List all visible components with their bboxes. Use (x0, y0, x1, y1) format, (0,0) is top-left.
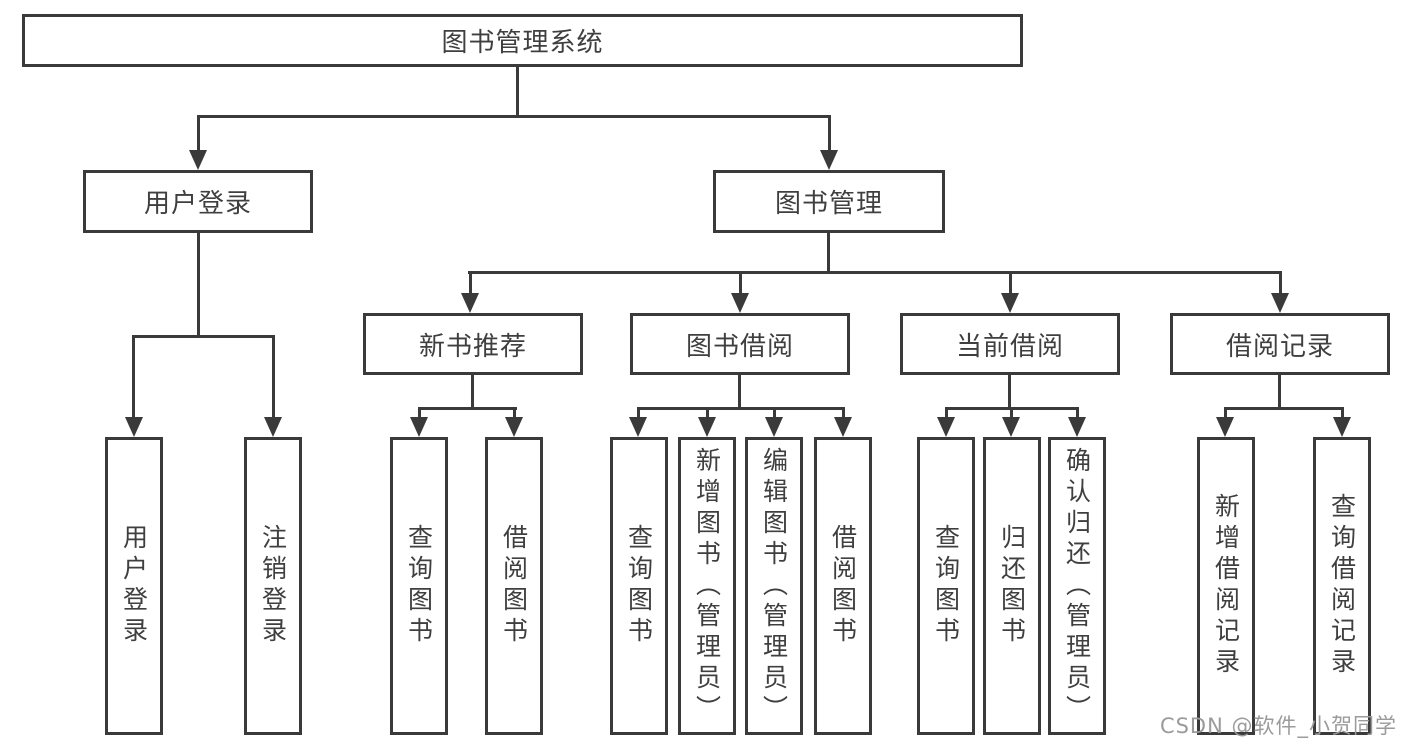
connector-stub (637, 407, 640, 419)
node-logout-leaf: 注销登录 (244, 437, 302, 735)
connector-login-horizontal (132, 335, 275, 338)
connector-stub (513, 407, 516, 419)
connector-stub (1076, 407, 1079, 419)
csdn-watermark: CSDN @软件_小贺同学 (1159, 714, 1397, 738)
arrowhead-currentborrow-child1 (937, 417, 955, 437)
arrowhead-newbooks-child2 (505, 417, 523, 437)
arrowhead-currentborrow-child2 (1002, 417, 1020, 437)
node-query-books-current: 查询图书 (917, 437, 975, 735)
connector-records-horizontal (1224, 407, 1344, 410)
arrowhead-current-borrow (1001, 293, 1019, 313)
arrowhead-borrow-records (1271, 293, 1289, 313)
connector-stub (842, 407, 845, 419)
arrowhead-records-child2 (1333, 417, 1351, 437)
arrowhead-bookborrow-child3 (765, 417, 783, 437)
connector-to-login-child1 (132, 335, 135, 417)
connector-stub (773, 407, 776, 419)
connector-bookborrow-vertical (738, 375, 741, 410)
arrowhead-bookborrow-child1 (629, 417, 647, 437)
node-user-login: 用户登录 (83, 170, 313, 233)
arrowhead-newbooks-child1 (410, 417, 428, 437)
connector-root-vertical (516, 67, 519, 115)
connector-currentborrow-vertical (1008, 375, 1011, 410)
arrowhead-bookborrow-child4 (834, 417, 852, 437)
node-edit-book-admin: 编辑图书（管理员） (745, 437, 803, 735)
connector-stub (1010, 407, 1013, 419)
connector-login-vertical (197, 233, 200, 337)
connector-stub (706, 407, 709, 419)
connector-to-login-child2 (272, 335, 275, 417)
node-query-borrow-record: 查询借阅记录 (1313, 437, 1371, 735)
connector-to-book-borrow (739, 271, 742, 295)
connector-stub (418, 407, 421, 419)
connector-to-new-books (469, 271, 472, 295)
arrowhead-login-child1 (125, 417, 143, 437)
arrowhead-login-child2 (264, 417, 282, 437)
node-user-login-leaf: 用户登录 (105, 437, 163, 735)
node-borrow-records: 借阅记录 (1170, 313, 1390, 375)
node-book-manage: 图书管理 (713, 170, 945, 233)
arrowhead-records-child1 (1216, 417, 1234, 437)
connector-to-book-manage (828, 115, 831, 152)
connector-to-current-borrow (1009, 271, 1012, 295)
arrowhead-book-borrow (731, 293, 749, 313)
node-borrow-books-leaf: 借阅图书 (814, 437, 872, 735)
node-new-books: 新书推荐 (363, 313, 583, 375)
connector-stub (945, 407, 948, 419)
node-add-book-admin: 新增图书（管理员） (678, 437, 736, 735)
arrowhead-book-manage (820, 150, 838, 170)
node-query-books-borrow: 查询图书 (610, 437, 668, 735)
node-query-books-newbooks: 查询图书 (390, 437, 448, 735)
node-current-borrow: 当前借阅 (900, 313, 1120, 375)
arrowhead-currentborrow-child3 (1068, 417, 1086, 437)
arrowhead-bookborrow-child2 (698, 417, 716, 437)
connector-bookborrow-horizontal (637, 407, 845, 410)
connector-newbooks-vertical (471, 375, 474, 410)
arrowhead-new-books (461, 293, 479, 313)
node-return-book: 归还图书 (983, 437, 1041, 735)
node-book-borrow: 图书借阅 (630, 313, 850, 375)
node-system-root: 图书管理系统 (22, 14, 1023, 67)
connector-newbooks-horizontal (418, 407, 517, 410)
connector-to-user-login (197, 115, 200, 152)
connector-to-borrow-records (1279, 271, 1282, 295)
connector-stub (1224, 407, 1227, 419)
node-add-borrow-record: 新增借阅记录 (1197, 437, 1255, 735)
connector-root-horizontal (197, 115, 831, 118)
arrowhead-user-login (189, 150, 207, 170)
node-confirm-return-admin: 确认归还（管理员） (1048, 437, 1106, 735)
node-borrow-books-newbooks: 借阅图书 (485, 437, 543, 735)
connector-manage-horizontal (468, 271, 1282, 274)
connector-records-vertical (1278, 375, 1281, 410)
connector-manage-vertical (827, 233, 830, 274)
connector-stub (1341, 407, 1344, 419)
